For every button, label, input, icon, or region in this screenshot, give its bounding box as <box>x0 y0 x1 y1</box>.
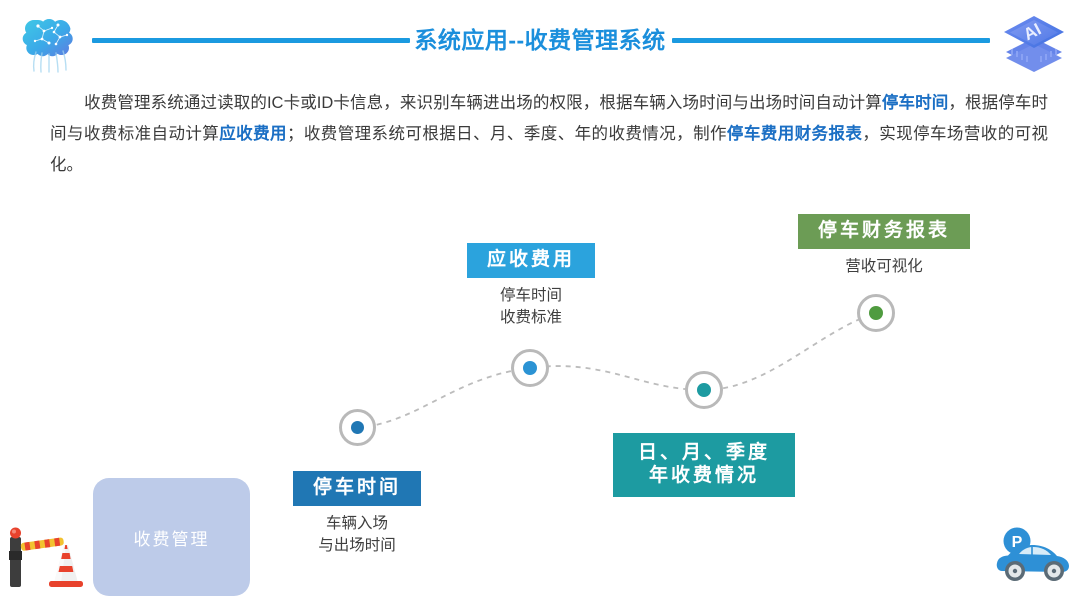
node-parking-time[interactable] <box>339 409 376 446</box>
ai-chip-icon: AI <box>996 4 1072 76</box>
step-sub1-financial-report: 营收可视化 <box>845 258 923 275</box>
step-sub1-payable-fee: 停车时间 <box>499 287 562 304</box>
step-title-parking-time: 停车时间 <box>292 471 421 506</box>
para-seg-2: ，根据停车时间与收费标准自动计算 <box>50 94 1049 143</box>
parking-barrier-and-cone-icon <box>2 521 92 589</box>
header-rule-left <box>92 38 410 43</box>
source-box-label: 收费管理 <box>133 529 210 549</box>
node-dot-fee-periods <box>697 383 711 397</box>
step-sub2-payable-fee: 收费标准 <box>499 309 562 326</box>
node-dot-financial-report <box>869 306 883 320</box>
node-financial-report[interactable] <box>857 294 895 332</box>
step-title2-fee-periods: 年收费情况 <box>648 465 759 486</box>
step-sub2-parking-time: 与出场时间 <box>318 537 396 554</box>
source-box-charge-management: 收费管理 <box>93 478 250 596</box>
step-title-financial-report: 停车财务报表 <box>797 214 970 249</box>
parking-car-icon: P <box>992 525 1074 587</box>
step-label-payable-fee: 应收费用 停车时间 收费标准 <box>420 243 642 329</box>
para-highlight-financial-report: 停车费用财务报表 <box>726 125 863 143</box>
node-fee-periods[interactable] <box>685 371 723 409</box>
step-label-parking-time: 停车时间 车辆入场 与出场时间 <box>247 471 467 557</box>
node-payable-fee[interactable] <box>511 349 549 387</box>
para-seg-1: 收费管理系统通过读取的IC卡或ID卡信息，来识别车辆进出场的权限，根据车辆入场时… <box>84 94 882 112</box>
para-seg-3: ；收费管理系统可根据日、月、季度、年的收费情况，制作 <box>286 125 727 143</box>
svg-text:AI: AI <box>1020 20 1044 45</box>
step-title-payable-fee: 应收费用 <box>466 243 595 278</box>
para-seg-4: ，实现停车场营收的可视化。 <box>50 125 1049 174</box>
step-label-fee-periods: 日、月、季度 年收费情况 <box>613 433 795 497</box>
para-highlight-payable-fee: 应收费用 <box>219 125 287 143</box>
dashed-connector-curve <box>356 312 877 429</box>
step-title-fee-periods: 日、月、季度 <box>637 442 770 463</box>
page-title: 系统应用--收费管理系统 <box>414 27 666 53</box>
node-dot-parking-time <box>351 421 364 434</box>
step-sub1-parking-time: 车辆入场 <box>325 515 388 532</box>
slide-header: 系统应用--收费管理系统 <box>0 0 1080 78</box>
node-dot-payable-fee <box>523 361 537 375</box>
brain-ai-icon <box>14 6 86 74</box>
process-diagram: 收费管理 停车时间 车辆入场 与出场时间 应收费用 停车时间 <box>0 190 1080 596</box>
body-paragraph: 收费管理系统通过读取的IC卡或ID卡信息，来识别车辆进出场的权限，根据车辆入场时… <box>50 88 1048 181</box>
step-label-financial-report: 停车财务报表 营收可视化 <box>778 214 990 278</box>
header-rule-right <box>672 38 990 43</box>
car-sign-letter: P <box>1012 534 1023 551</box>
para-highlight-parking-time: 停车时间 <box>881 94 949 112</box>
